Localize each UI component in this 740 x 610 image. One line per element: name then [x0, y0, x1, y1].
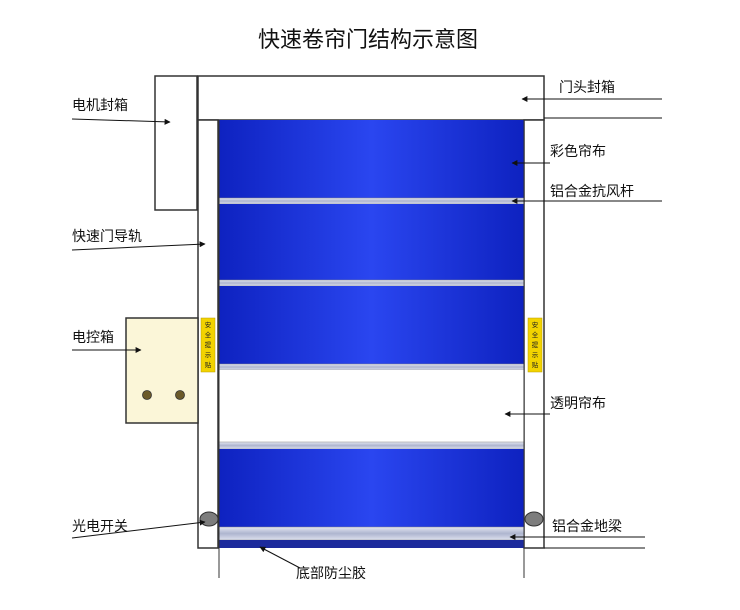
color-curtain-panel-2	[219, 204, 524, 280]
leader-bottom-seal	[259, 546, 301, 569]
svg-text:提: 提	[205, 340, 212, 349]
wind-bar-1	[218, 197, 525, 205]
label-fast-door-rail: 快速门导轨	[72, 229, 142, 245]
right-photo-sensor	[524, 511, 544, 527]
color-curtain-panel-3	[219, 286, 524, 364]
svg-text:安: 安	[532, 320, 539, 329]
left-safety-sticker: 安 全 提 示 贴	[200, 317, 216, 373]
leader-fast-door-rail	[71, 241, 206, 251]
color-curtain-panel-1	[219, 120, 524, 198]
svg-text:安: 安	[205, 320, 212, 329]
label-bottom-beam: 铝合金地梁	[552, 519, 622, 535]
svg-text:全: 全	[205, 330, 212, 339]
wind-bar-3	[218, 363, 525, 371]
right-safety-sticker: 安 全 提 示 贴	[527, 317, 543, 373]
svg-text:示: 示	[205, 351, 212, 359]
wind-bar-4	[218, 441, 525, 450]
color-curtain-panel-4	[219, 449, 524, 527]
control-box-button-left	[142, 390, 152, 400]
leader-photo-switch	[71, 519, 206, 539]
control-box	[125, 317, 199, 424]
wind-bar-2	[218, 279, 525, 287]
label-transparent-curtain: 透明帘布	[550, 396, 606, 412]
diagram-title: 快速卷帘门结构示意图	[258, 28, 478, 53]
bottom-beam	[218, 526, 525, 541]
control-box-button-right	[175, 390, 185, 400]
label-control-box: 电控箱	[72, 330, 114, 346]
transparent-curtain-panel	[219, 370, 524, 442]
label-wind-bar: 铝合金抗风杆	[550, 184, 634, 200]
svg-text:贴: 贴	[205, 360, 212, 369]
label-door-head-box: 门头封箱	[559, 80, 615, 96]
bottom-seal	[219, 540, 524, 548]
leader-motor-box	[71, 118, 171, 125]
label-photo-switch: 光电开关	[72, 519, 128, 535]
label-motor-box: 电机封箱	[72, 98, 128, 114]
svg-text:示: 示	[532, 351, 539, 359]
left-photo-sensor	[199, 511, 219, 527]
motor-box	[154, 75, 198, 211]
label-bottom-seal: 底部防尘胶	[296, 565, 366, 582]
svg-text:提: 提	[532, 340, 539, 349]
svg-text:全: 全	[532, 330, 539, 339]
label-color-curtain: 彩色帘布	[550, 143, 606, 160]
svg-text:贴: 贴	[532, 360, 539, 369]
door-head-box	[197, 75, 545, 121]
